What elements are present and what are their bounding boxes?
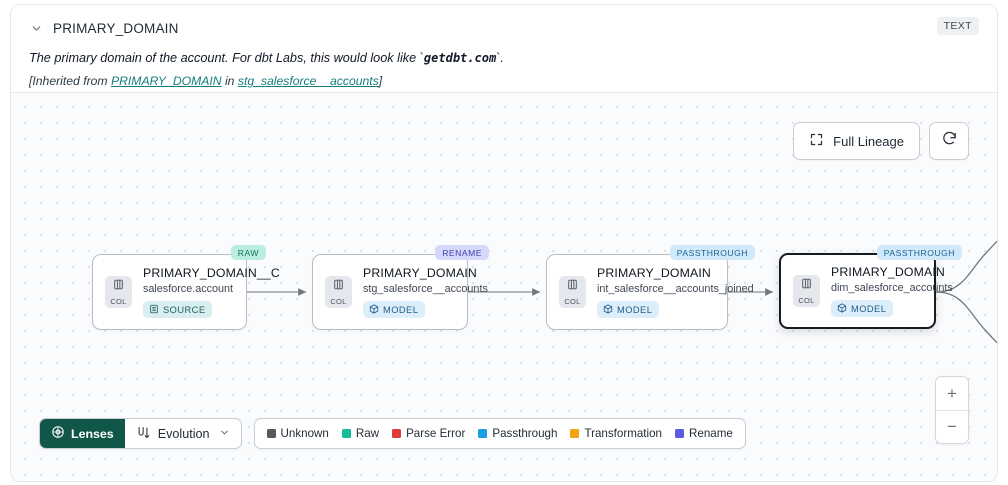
node-tag: RENAME — [435, 245, 489, 260]
node-tag: PASSTHROUGH — [669, 245, 755, 260]
cube-icon — [837, 302, 847, 315]
description-code: getdbt.com — [423, 51, 497, 65]
column-description: The primary domain of the account. For d… — [29, 50, 981, 67]
legend-item[interactable]: Passthrough — [478, 427, 557, 440]
lenses-button[interactable]: Lenses — [40, 419, 125, 448]
node-kind-badge: MODEL — [363, 301, 426, 318]
column-chip-label: COL — [330, 297, 347, 306]
legend-swatch — [341, 429, 351, 438]
inherited-column-link[interactable]: PRIMARY_DOMAIN — [110, 74, 222, 89]
canvas-bottom-toolbar: Lenses Evolution — [39, 418, 746, 449]
lineage-edges — [247, 240, 997, 344]
database-icon — [149, 304, 159, 316]
description-suffix: `. — [496, 51, 504, 65]
legend-item[interactable]: Raw — [341, 427, 380, 440]
legend-swatch — [570, 429, 580, 438]
inherited-suffix: ] — [378, 74, 383, 89]
node-subtitle: salesforce.account — [143, 283, 234, 295]
node-kind-badge: MODEL — [831, 300, 894, 317]
legend-swatch — [266, 429, 276, 438]
node-title: PRIMARY_DOMAIN — [597, 266, 711, 280]
legend-item[interactable]: Transformation — [570, 427, 662, 440]
node-tag: PASSTHROUGH — [876, 245, 962, 260]
evolution-label: Evolution — [157, 426, 210, 441]
legend-swatch — [675, 429, 684, 438]
evolution-dropdown[interactable]: Evolution — [125, 419, 241, 448]
chevron-down-icon[interactable] — [29, 21, 43, 35]
panel-header: PRIMARY_DOMAIN TEXT The primary domain o… — [11, 5, 997, 91]
legend-label: Passthrough — [492, 427, 558, 440]
lenses-segmented-control: Lenses Evolution — [39, 418, 242, 449]
type-badge: TEXT — [936, 17, 979, 35]
column-chip-label: COL — [110, 297, 127, 306]
cube-icon — [369, 303, 379, 316]
column-chip: COL — [559, 276, 586, 308]
legend-swatch — [392, 429, 402, 438]
columns-icon — [112, 278, 125, 296]
legend-label: Transformation — [584, 427, 662, 440]
node-title: PRIMARY_DOMAIN — [363, 266, 477, 280]
lineage-node[interactable]: RENAME COL PRIMARY_DOMAIN stg_salesforce__a… — [312, 245, 489, 330]
inherited-prefix: [Inherited from — [29, 74, 111, 89]
inherited-mid: in — [221, 74, 238, 89]
node-tag: RAW — [230, 245, 266, 260]
legend-label: Parse Error — [406, 427, 466, 440]
page-title: PRIMARY_DOMAIN — [53, 20, 179, 36]
node-title: PRIMARY_DOMAIN__C — [143, 266, 280, 280]
node-kind-label: MODEL — [851, 303, 887, 314]
lenses-label: Lenses — [71, 426, 114, 441]
node-subtitle: stg_salesforce__accounts — [363, 283, 488, 295]
legend-item[interactable]: Rename — [675, 427, 733, 440]
column-chip: COL — [105, 276, 132, 308]
column-chip-label: COL — [564, 297, 581, 306]
inherited-from-line: [Inherited from PRIMARY_DOMAIN in stg_sa… — [29, 74, 981, 88]
aperture-icon — [51, 425, 65, 442]
columns-icon — [332, 278, 345, 296]
full-lineage-label: Full Lineage — [833, 133, 904, 149]
node-kind-badge: SOURCE — [143, 301, 213, 318]
column-detail-panel: PRIMARY_DOMAIN TEXT The primary domain o… — [10, 4, 998, 482]
legend-item[interactable]: Unknown — [266, 427, 329, 440]
columns-icon — [800, 277, 813, 295]
inherited-model-link[interactable]: stg_salesforce__accounts — [237, 74, 379, 89]
node-title: PRIMARY_DOMAIN — [831, 265, 945, 279]
column-chip-label: COL — [798, 296, 815, 305]
evolution-flow-icon — [136, 425, 151, 443]
lineage-legend: Unknown Raw Parse Error Passthrough Transfor… — [253, 418, 746, 449]
lineage-node[interactable]: PASSTHROUGH COL PRIMARY_DOMAIN int_salesfor… — [546, 245, 755, 330]
zoom-controls: + − — [935, 376, 969, 444]
column-chip: COL — [793, 275, 820, 307]
columns-icon — [566, 278, 579, 296]
column-chip: COL — [325, 276, 352, 308]
zoom-out-button[interactable]: − — [936, 410, 968, 443]
node-kind-badge: MODEL — [597, 301, 660, 318]
description-prefix: The primary domain of the account. For d… — [29, 51, 424, 65]
refresh-button[interactable] — [929, 122, 969, 160]
full-lineage-button[interactable]: Full Lineage — [793, 122, 920, 160]
lineage-node[interactable]: PASSTHROUGH COL PRIMARY_DOMAIN dim_salesfor… — [779, 245, 962, 329]
zoom-in-button[interactable]: + — [936, 377, 968, 410]
legend-label: Rename — [689, 427, 733, 440]
refresh-icon — [941, 130, 958, 152]
node-kind-label: SOURCE — [163, 304, 206, 315]
lineage-node[interactable]: RAW COL PRIMARY_DOMAIN__C salesforce.accoun… — [92, 245, 280, 330]
canvas-top-controls: Full Lineage — [793, 122, 969, 160]
node-subtitle: int_salesforce__accounts_joined — [597, 283, 754, 295]
legend-label: Unknown — [280, 427, 329, 440]
edge-4-out-down — [935, 291, 997, 344]
legend-label: Raw — [355, 427, 380, 440]
expand-icon — [809, 132, 824, 150]
legend-swatch — [478, 429, 488, 438]
legend-item[interactable]: Parse Error — [392, 427, 465, 440]
edge-4-out-up — [935, 240, 997, 293]
node-kind-label: MODEL — [617, 304, 653, 315]
chevron-down-icon — [219, 427, 230, 441]
node-subtitle: dim_salesforce_accounts — [831, 282, 953, 294]
cube-icon — [603, 303, 613, 316]
node-kind-label: MODEL — [383, 304, 419, 315]
